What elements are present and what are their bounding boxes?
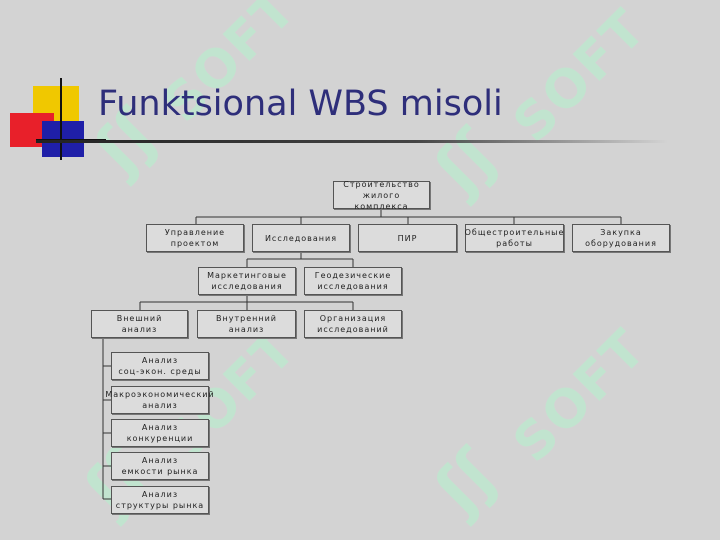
wbs-node-research: Исследования	[252, 224, 350, 252]
wbs-node-competition-analysis: Анализ конкуренции	[111, 419, 209, 447]
wbs-node-marketing-research: Маркетинговые исследования	[198, 267, 296, 295]
wbs-node-market-capacity-analysis: Анализ емкости рынка	[111, 452, 209, 480]
page-title: Funktsional WBS misoli	[98, 84, 503, 124]
wbs-node-project-management: Управление проектом	[146, 224, 244, 252]
wbs-node-macroeconomic-analysis: Макроэкономический анализ	[105, 386, 214, 414]
wbs-node-construction-works: Общестроительные работы	[465, 224, 564, 252]
wbs-node-external-analysis: Внешний анализ	[91, 310, 188, 338]
wbs-root-node: Строительство жилого комплекса	[333, 180, 430, 211]
wbs-node-internal-analysis: Внутренний анализ	[197, 310, 296, 338]
wbs-node-socioeconomic-analysis: Анализ соц-экон. среды	[111, 352, 209, 380]
logo-squares-decoration	[0, 0, 110, 170]
wbs-node-pir: ПИР	[358, 224, 457, 252]
title-underline	[36, 140, 668, 143]
wbs-node-market-structure-analysis: Анализ структуры рынка	[111, 486, 209, 514]
wbs-node-equipment-procurement: Закупка оборудования	[572, 224, 670, 252]
wbs-node-geodetic-research: Геодезические исследования	[304, 267, 402, 295]
wbs-node-research-organization: Организация исследований	[304, 310, 402, 338]
